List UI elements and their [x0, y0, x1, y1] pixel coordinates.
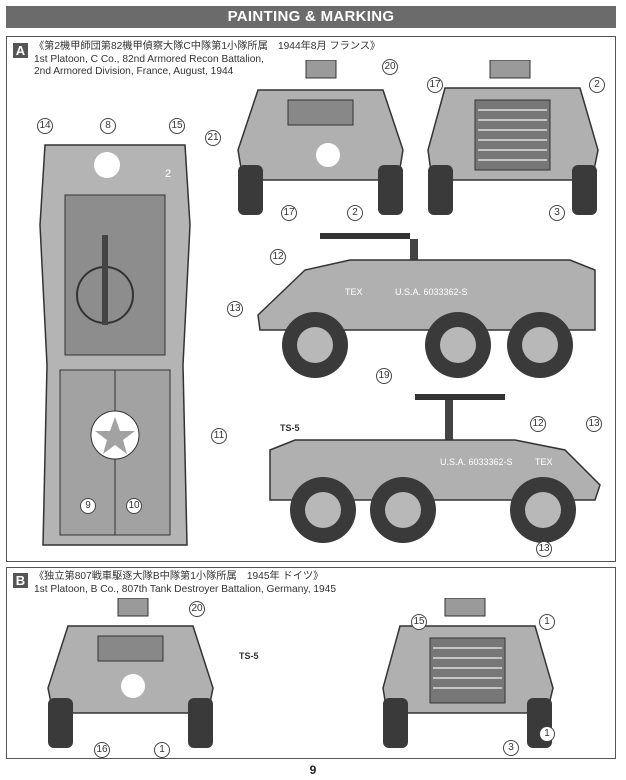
- callout: 15: [411, 614, 427, 630]
- serial-marking: U.S.A. 6033362-S: [395, 287, 468, 297]
- callout: 13: [536, 541, 552, 557]
- callout: 13: [586, 416, 602, 432]
- callout: 3: [503, 740, 519, 756]
- section-header: PAINTING & MARKING: [6, 6, 616, 28]
- callout: 9: [80, 498, 96, 514]
- scheme-a-badge: A: [13, 43, 28, 58]
- page-number: 9: [309, 763, 317, 777]
- callout: 19: [376, 368, 392, 384]
- paint-callout-ts5: TS-5: [280, 423, 300, 433]
- scheme-a-caption: 《第2機甲師団第82機甲偵察大隊C中隊第1小隊所属 1944年8月 フランス》 …: [34, 41, 434, 79]
- callout: 1: [154, 742, 170, 758]
- callout: 1: [539, 614, 555, 630]
- side-view-a1: TEX U.S.A. 6033362-S: [257, 233, 596, 378]
- callout: 10: [126, 498, 142, 514]
- callout: 3: [549, 205, 565, 221]
- scheme-a-en1: 1st Platoon, C Co., 82nd Armored Recon B…: [34, 53, 264, 65]
- callout: 8: [100, 118, 116, 134]
- serial-marking-2: U.S.A. 6033362-S: [440, 457, 513, 467]
- scheme-b-en1: 1st Platoon, B Co., 807th Tank Destroyer…: [34, 583, 337, 595]
- callout: 13: [227, 301, 243, 317]
- callout: 12: [530, 416, 546, 432]
- callout: 21: [205, 130, 221, 146]
- front-view-b: [47, 598, 214, 748]
- callout: 2: [347, 205, 363, 221]
- callout: 12: [270, 249, 286, 265]
- callout: 16: [94, 742, 110, 758]
- callout: 17: [427, 77, 443, 93]
- callout: 14: [37, 118, 53, 134]
- name-marking-2: TEX: [535, 457, 553, 467]
- name-marking: TEX: [345, 287, 363, 297]
- scheme-b-caption: 《独立第807戦車駆逐大隊B中隊第1小隊所属 1945年 ドイツ》 1st Pl…: [34, 571, 454, 596]
- top-view-a: 2: [39, 144, 191, 546]
- scheme-a-jp: 《第2機甲師団第82機甲偵察大隊C中隊第1小隊所属 1944年8月 フランス》: [34, 41, 381, 52]
- scheme-b-panel: [6, 567, 616, 759]
- callout: 20: [189, 601, 205, 617]
- side-view-a2: U.S.A. 6033362-S TEX: [269, 394, 601, 543]
- callout: 15: [169, 118, 185, 134]
- paint-callout-ts5-b: TS-5: [239, 651, 259, 661]
- rear-view-a: [427, 60, 599, 215]
- scheme-b-badge: B: [13, 573, 28, 588]
- front-view-a: [237, 60, 404, 215]
- rear-view-b: [382, 598, 554, 748]
- callout: 11: [211, 428, 227, 444]
- callout: 1: [539, 726, 555, 742]
- callout: 17: [281, 205, 297, 221]
- callout: 20: [382, 59, 398, 75]
- scheme-b-jp: 《独立第807戦車駆逐大隊B中隊第1小隊所属 1945年 ドイツ》: [34, 571, 324, 582]
- vehicle-number: 2: [165, 168, 171, 180]
- scheme-a-en2: 2nd Armored Division, France, August, 19…: [34, 66, 234, 77]
- callout: 2: [589, 77, 605, 93]
- scheme-a-panel: [6, 36, 616, 562]
